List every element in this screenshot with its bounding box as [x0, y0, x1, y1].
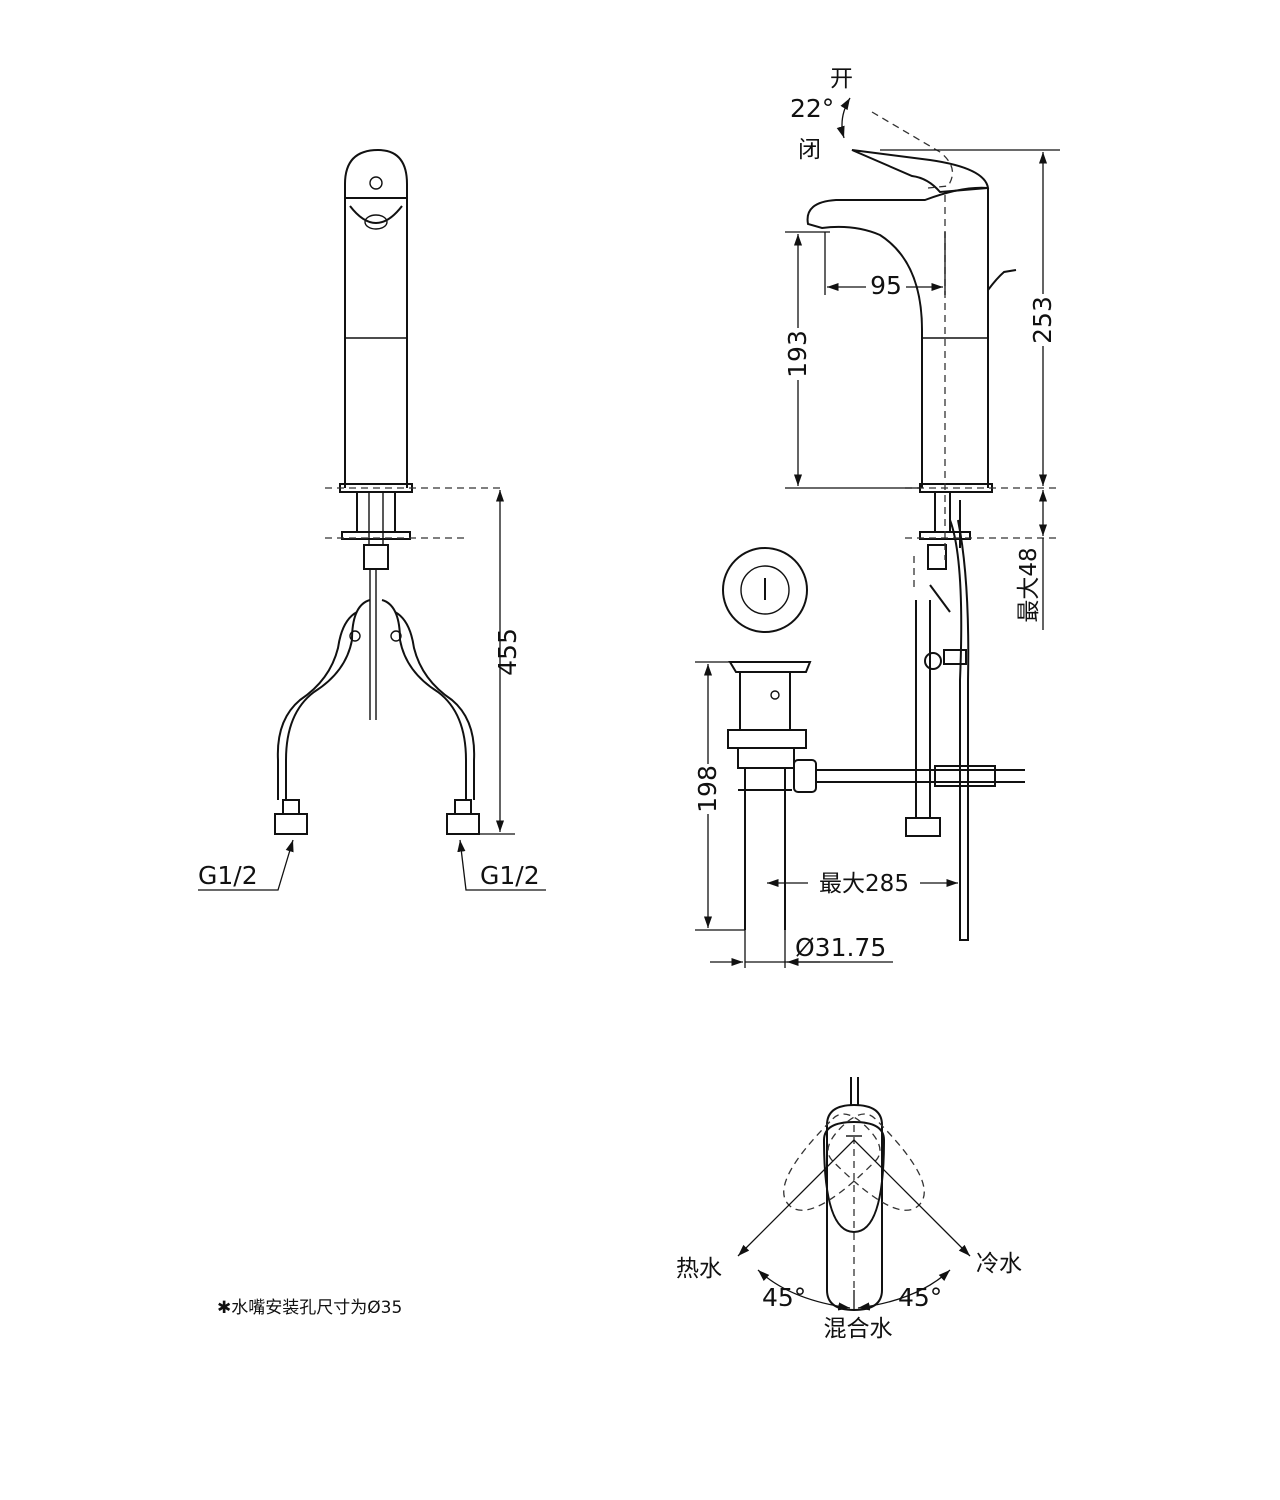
top-handle-cold-position: [783, 1113, 881, 1211]
drain-cap-inner: [740, 565, 790, 615]
spout-height-label: 193: [783, 330, 812, 378]
drain-pipe: [744, 768, 786, 930]
drain-pivot-nut: [793, 759, 817, 793]
top-handle-hot-position: [827, 1113, 925, 1211]
side-clamp-knob: [924, 652, 942, 670]
front-left-hose: [285, 599, 371, 800]
left-connector-label: G1/2: [198, 861, 258, 890]
handle-open-position: [871, 111, 954, 189]
drain-cap-outer: [722, 547, 808, 633]
drain-assembly: 198 最大285 Ø31.75: [690, 547, 1025, 968]
top-right-angle-arc: [857, 1269, 951, 1311]
handle-closed-position: [851, 149, 990, 194]
front-mounting-nut: [363, 544, 389, 570]
front-handle-indicator: [369, 176, 383, 190]
side-pull-rod: [949, 519, 970, 941]
total-height-label: 253: [1028, 296, 1057, 344]
right-connector-label: G1/2: [480, 861, 540, 890]
cold-water-label: 冷水: [976, 1251, 1022, 1277]
drain-flange: [728, 661, 812, 673]
front-view: 455 G1/2 G1/2: [198, 148, 546, 891]
side-lift-rod: [987, 269, 1017, 291]
drain-nut: [727, 729, 807, 749]
side-faucet-body: [806, 186, 989, 488]
front-left-fitting: [274, 813, 308, 835]
max-rod-label: 最大285: [819, 871, 909, 897]
handle-angle-arc: [836, 97, 851, 139]
drain-height-label: 198: [693, 765, 722, 813]
right-angle-label: 45°: [898, 1283, 942, 1312]
front-faucet-head: [344, 148, 408, 488]
top-view: 热水 冷水 45° 45° 混合水: [676, 1077, 1022, 1342]
front-height-label: 455: [493, 628, 522, 676]
left-angle-label: 45°: [762, 1283, 806, 1312]
front-mounting-washer: [341, 531, 411, 540]
handle-open-label: 开: [830, 66, 853, 92]
top-handle-center: [822, 1120, 886, 1234]
handle-angle-label: 22°: [790, 94, 834, 123]
side-hose-fitting: [905, 817, 941, 837]
reach-label: 95: [870, 271, 902, 300]
mixed-water-label: 混合水: [824, 1316, 893, 1342]
top-left-angle-arc: [757, 1269, 851, 1311]
front-right-hose: [381, 599, 467, 800]
hot-water-label: 热水: [676, 1256, 722, 1282]
front-aerator: [349, 205, 403, 224]
max-deck-label: 最大48: [1016, 547, 1042, 622]
handle-closed-label: 闭: [798, 137, 821, 163]
side-view: 开 22° 闭 95 193 253 最大48: [780, 66, 1060, 941]
installation-hole-note: ✱水嘴安装孔尺寸为Ø35: [217, 1298, 402, 1318]
drain-diameter-label: Ø31.75: [795, 933, 886, 962]
front-aerator-nozzle: [364, 214, 388, 230]
front-right-fitting: [446, 813, 480, 835]
